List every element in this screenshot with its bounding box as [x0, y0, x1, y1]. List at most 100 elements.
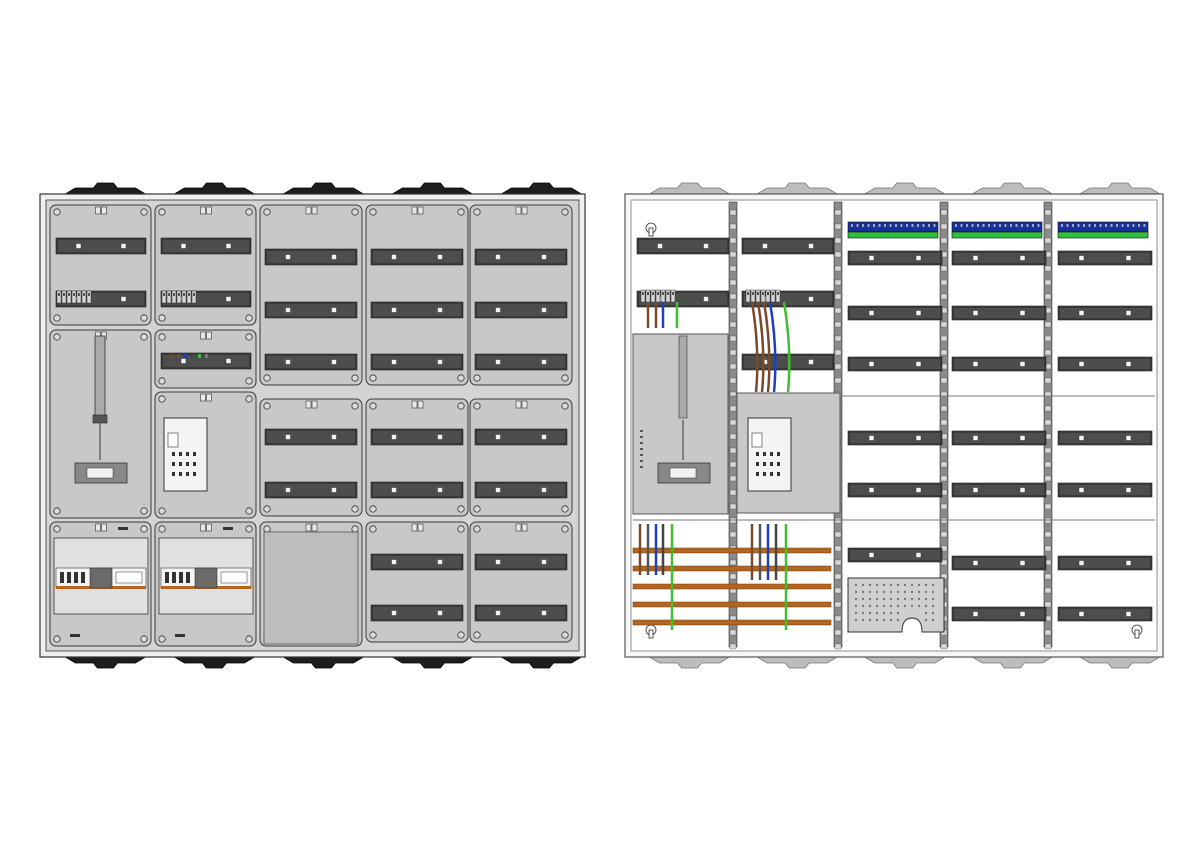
screw-icon: [351, 402, 359, 410]
din-rail: [951, 250, 1047, 266]
screw-icon: [158, 208, 166, 216]
rail-knob: [972, 361, 979, 367]
rail-knob: [331, 434, 337, 440]
rail-knob: [225, 358, 232, 364]
rail-knob: [391, 610, 397, 616]
clamp: [1078, 656, 1162, 669]
rail-knob: [1078, 560, 1085, 566]
clip-icon: [515, 523, 528, 532]
isolator-handle: [94, 335, 106, 422]
screw-icon: [457, 374, 465, 382]
meter-icon: [747, 417, 792, 492]
cover-panel: [259, 398, 363, 517]
rail-knob: [541, 307, 547, 313]
screw-icon: [369, 374, 377, 382]
clamp: [281, 656, 365, 669]
blank-cover: [263, 531, 359, 645]
din-rail: [951, 305, 1047, 321]
clip-icon: [515, 400, 528, 409]
rail-knob: [972, 435, 979, 441]
screw-icon: [140, 635, 148, 643]
screw-icon: [245, 208, 253, 216]
din-rail: [474, 353, 568, 371]
rail-knob: [868, 310, 875, 316]
rail-knob: [915, 310, 922, 316]
clip-icon: [515, 206, 528, 215]
cover-panel: [469, 521, 573, 643]
din-rail: [370, 248, 464, 266]
rail-knob: [285, 487, 291, 493]
din-rail: [474, 604, 568, 622]
clamp: [863, 656, 947, 669]
rail-knob: [391, 254, 397, 260]
clamp: [390, 182, 474, 195]
keyhole-icon: [1131, 624, 1143, 639]
clamp: [63, 182, 147, 195]
busbar: [632, 601, 832, 608]
screw-icon: [245, 635, 253, 643]
terminal-block: [56, 290, 92, 304]
clamp: [390, 656, 474, 669]
screw-icon: [351, 208, 359, 216]
wire: [756, 301, 765, 393]
din-rail: [370, 481, 464, 499]
keyhole-icon: [645, 624, 657, 639]
cover-panel: [469, 398, 573, 517]
rail-knob: [495, 307, 501, 313]
cover-panel: [365, 398, 469, 517]
wire: [750, 301, 759, 393]
clamp: [499, 656, 583, 669]
screw-icon: [457, 631, 465, 639]
screw-icon: [457, 525, 465, 533]
rail-knob: [915, 435, 922, 441]
terminal-strip: [847, 221, 939, 239]
wire: [768, 301, 777, 393]
rail-knob: [180, 243, 187, 249]
din-rail: [847, 250, 943, 266]
rail-knob: [1019, 435, 1026, 441]
din-rail: [1057, 356, 1153, 372]
din-rail: [847, 305, 943, 321]
rail-knob: [495, 359, 501, 365]
rail-knob: [285, 307, 291, 313]
din-rail: [1057, 430, 1153, 446]
closed-cabinet-view: [39, 182, 586, 669]
rail-knob: [437, 307, 443, 313]
rail-knob: [972, 487, 979, 493]
screw-icon: [245, 395, 253, 403]
screw-icon: [245, 314, 253, 322]
clamp: [755, 182, 839, 195]
rail-knob: [541, 359, 547, 365]
rail-knob: [495, 610, 501, 616]
rail-knob: [437, 610, 443, 616]
rail-knob: [391, 487, 397, 493]
screw-icon: [473, 525, 481, 533]
screw-icon: [158, 525, 166, 533]
screw-icon: [457, 402, 465, 410]
terminal-strip: [1057, 221, 1149, 239]
rail-knob: [868, 552, 875, 558]
clip-icon: [200, 331, 212, 340]
terminal-strip: [951, 221, 1043, 239]
din-rail: [160, 237, 252, 255]
rail-knob: [495, 559, 501, 565]
open-cabinet-view: [624, 182, 1164, 669]
clamp: [648, 182, 732, 195]
screw-icon: [473, 402, 481, 410]
screw-icon: [245, 507, 253, 515]
clip-icon: [95, 523, 107, 532]
rail-knob: [1078, 435, 1085, 441]
clip-icon: [305, 400, 318, 409]
clamp: [970, 182, 1054, 195]
rail-knob: [868, 435, 875, 441]
screw-icon: [140, 314, 148, 322]
rail-knob: [1125, 487, 1132, 493]
din-rail: [264, 481, 358, 499]
rail-knob: [972, 611, 979, 617]
screw-icon: [53, 333, 61, 341]
clamp: [499, 182, 583, 195]
rail-knob: [808, 243, 814, 249]
rail-knob: [120, 243, 127, 249]
screw-icon: [351, 505, 359, 513]
rail-knob: [437, 434, 443, 440]
